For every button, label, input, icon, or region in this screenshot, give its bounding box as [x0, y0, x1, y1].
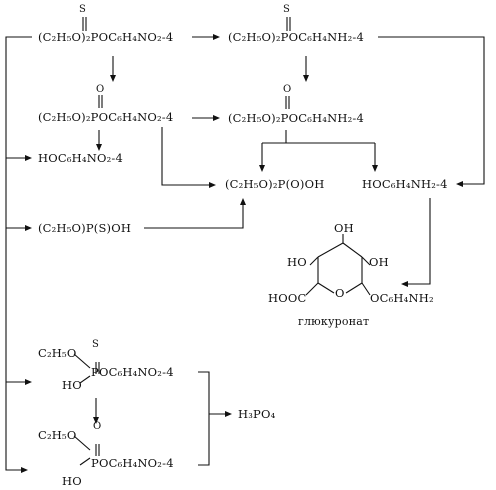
desethyl-thio-rest: POC₆H₄NO₂-4 [91, 365, 174, 379]
thiophosphate: (C₂H₅O)P(S)OH [38, 221, 132, 235]
desethyl-oxo-et: C₂H₅O [38, 428, 77, 442]
diethylphosphate: (C₂H₅O)₂P(O)OH [225, 177, 325, 191]
aminoparathion-s: S [283, 4, 291, 15]
paraoxon-o: O [96, 84, 105, 95]
desethyl-thio-s: S [92, 339, 100, 350]
glucuronate-oh-top: OH [334, 221, 354, 235]
aminoparathion: (C₂H₅O)₂POC₆H₄NH₂-4 [228, 30, 364, 44]
desethyl-thio-ho: HO [62, 378, 82, 392]
desethyl-oxo-ho: HO [62, 474, 82, 488]
desethyl-thio-et: C₂H₅O [38, 346, 77, 360]
parathion-s: S [79, 4, 87, 15]
phosphoric-acid: H₃PO₄ [238, 407, 276, 421]
desethyl-oxo-o: O [93, 421, 102, 432]
desethyl-oxo-rest: POC₆H₄NO₂-4 [91, 456, 174, 470]
paraoxon: (C₂H₅O)₂POC₆H₄NO₂-4 [38, 110, 174, 124]
parathion: (C₂H₅O)₂POC₆H₄NO₂-4 [38, 30, 174, 44]
glucuronate-oh-left: HO [287, 255, 307, 269]
glucuronate-caption: глюкуронат [298, 315, 370, 328]
glucuronate-cooh: HOOC [268, 291, 307, 305]
aminoparaoxon: (C₂H₅O)₂POC₆H₄NH₂-4 [228, 111, 364, 125]
glucuronate-oh-right: OH [369, 255, 389, 269]
aminophenol: HOC₆H₄NH₂-4 [362, 177, 448, 191]
aminoparaoxon-o: O [283, 84, 292, 95]
glucuronate-aglycone: OC₆H₄NH₂ [370, 291, 434, 305]
nitrophenol: HOC₆H₄NO₂-4 [38, 151, 124, 165]
glucuronate-ring-o: O [335, 286, 345, 300]
